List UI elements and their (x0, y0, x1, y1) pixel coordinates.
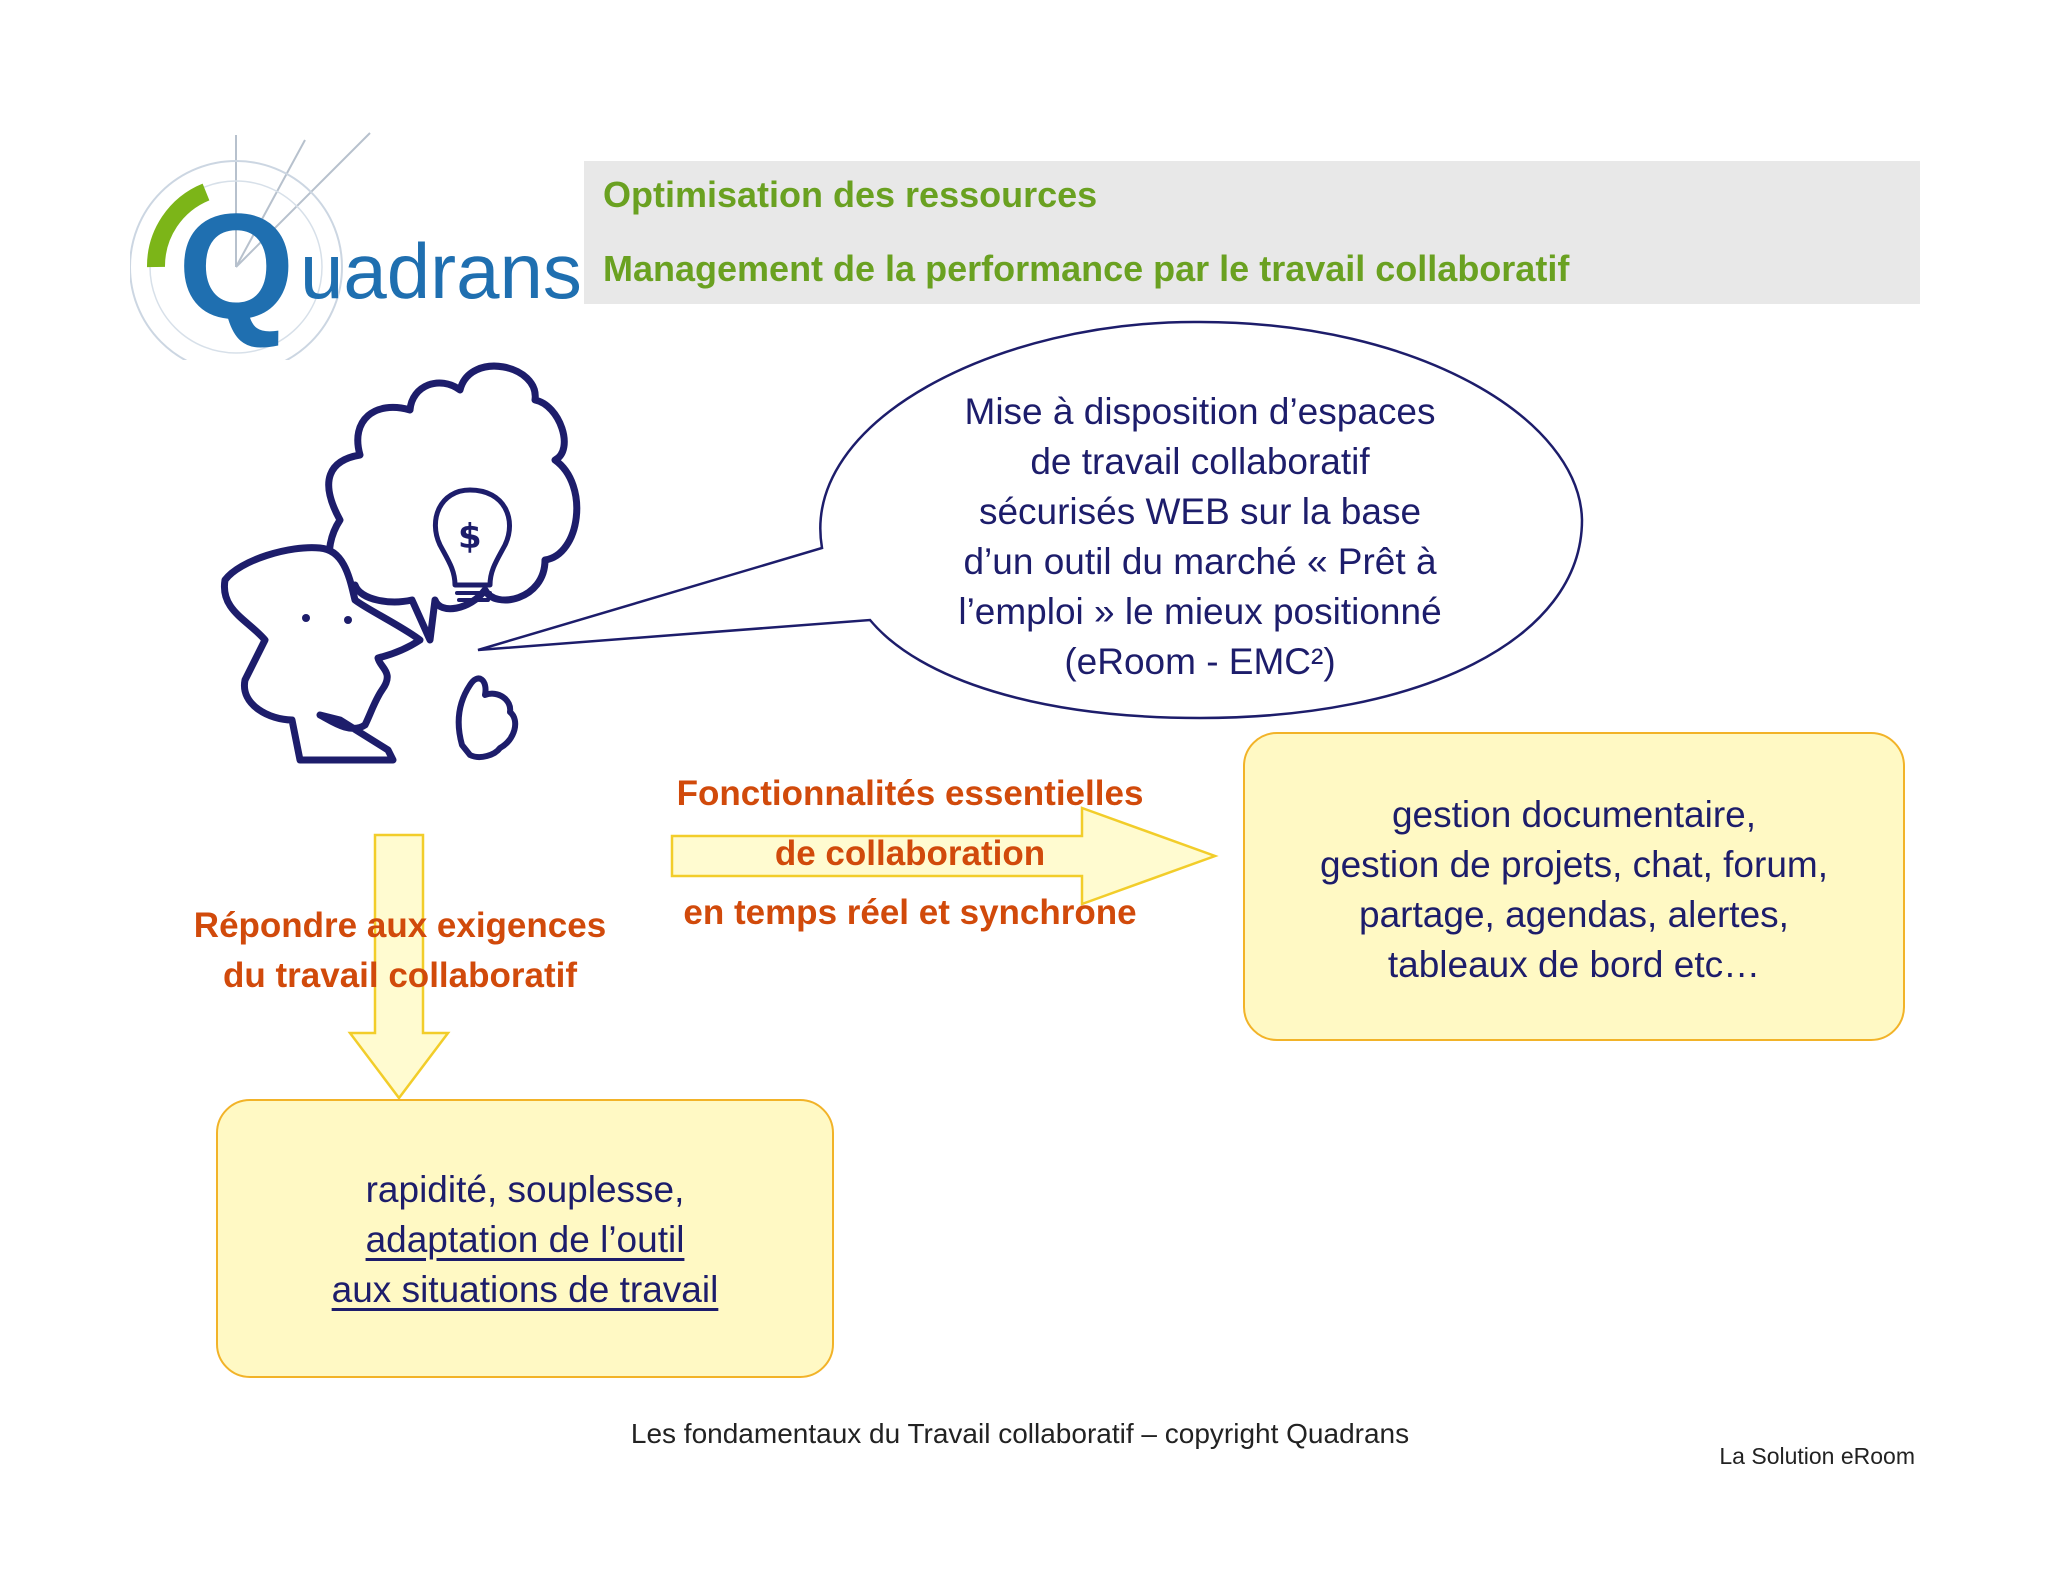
thinker-icon (220, 362, 581, 764)
benefits-line-underlined: aux situations de travail (331, 1269, 719, 1310)
features-line: partage, agendas, alertes, (1359, 894, 1789, 935)
down-arrow (347, 833, 451, 1101)
bubble-line: de travail collaboratif (1030, 441, 1370, 482)
logo-wordmark: uadrans (300, 227, 580, 315)
header-band (584, 161, 1920, 304)
features-line: gestion documentaire, (1391, 794, 1757, 835)
features-line: tableaux de bord etc… (1387, 944, 1761, 985)
header-title: Optimisation des ressources (603, 174, 1098, 215)
header-subtitle: Management de la performance par le trav… (603, 248, 1570, 289)
bubble-line: l’emploi » le mieux positionné (958, 591, 1442, 632)
functionalities-label: en temps réel et synchrone (683, 893, 1137, 932)
benefits-text: rapidité, souplesse, adaptation de l’out… (218, 1165, 832, 1315)
features-line: gestion de projets, chat, forum, (1320, 844, 1828, 885)
features-box: gestion documentaire, gestion de projets… (1243, 732, 1905, 1041)
dollar-glyph: $ (458, 517, 482, 557)
features-text: gestion documentaire, gestion de projets… (1245, 790, 1903, 990)
benefits-line: rapidité, souplesse, (365, 1169, 685, 1210)
right-arrow (670, 806, 1219, 906)
functionalities-label: de collaboration (774, 834, 1046, 873)
logo-initial: Q (178, 182, 295, 350)
benefits-line-underlined: adaptation de l’outil (365, 1219, 685, 1260)
bubble-line: d’un outil du marché « Prêt à (963, 541, 1437, 582)
bubble-text: Mise à disposition d’espaces de travail … (900, 387, 1500, 687)
functionalities-label: Fonctionnalités essentielles (676, 774, 1144, 813)
bubble-line: (eRoom - EMC²) (1064, 641, 1336, 682)
benefits-box: rapidité, souplesse, adaptation de l’out… (216, 1099, 834, 1378)
bubble-line: Mise à disposition d’espaces (964, 391, 1436, 432)
footer-section-title: La Solution eRoom (1719, 1443, 1915, 1469)
bubble-line: sécurisés WEB sur la base (978, 491, 1422, 532)
quadrans-logo: Q uadrans (130, 132, 580, 360)
footer-copyright: Les fondamentaux du Travail collaboratif… (630, 1418, 1410, 1449)
speech-bubble (477, 320, 1584, 720)
requirements-label: Répondre aux exigences (193, 906, 607, 945)
requirements-label: du travail collaboratif (223, 956, 577, 995)
